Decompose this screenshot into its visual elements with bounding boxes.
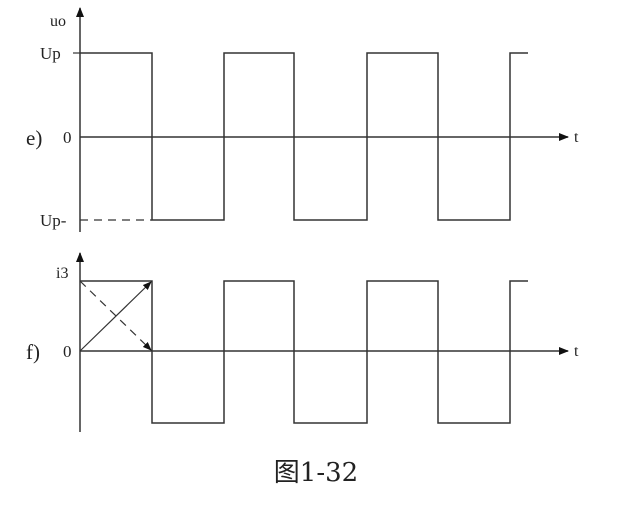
panel-e-tick-zero: 0 bbox=[63, 128, 72, 147]
panel-e-tick-high: Up bbox=[40, 44, 61, 63]
panel-e-y-axis-label: uo bbox=[50, 13, 66, 30]
panel-f: i3 0 f) t bbox=[26, 252, 579, 432]
panel-f-label: f) bbox=[26, 340, 40, 364]
panel-e-tick-low: Up- bbox=[40, 211, 67, 230]
figure-caption: 图1-32 bbox=[273, 458, 359, 488]
panel-e-label: e) bbox=[26, 126, 42, 150]
panel-e: uo Up 0 Up- e) t bbox=[26, 7, 579, 232]
panel-f-tick-zero: 0 bbox=[63, 342, 72, 361]
panel-f-x-axis-label: t bbox=[574, 343, 579, 360]
panel-f-square-wave bbox=[80, 280, 528, 424]
panel-e-x-axis-label: t bbox=[574, 129, 579, 146]
panel-f-falling-dashed-arrow bbox=[79, 280, 152, 351]
panel-f-y-axis-label: i3 bbox=[56, 265, 68, 282]
panel-f-rising-arrow bbox=[79, 281, 152, 352]
panel-e-square-wave bbox=[80, 52, 528, 221]
